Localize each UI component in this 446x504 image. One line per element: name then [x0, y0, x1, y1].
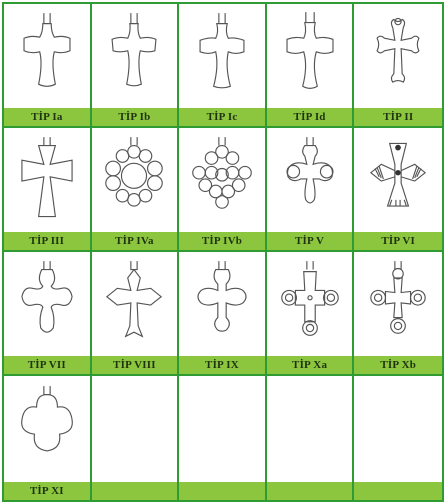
type-label: TİP III: [4, 232, 90, 250]
type-label: TİP IVb: [179, 232, 265, 250]
latin-cross-flared-icon: [179, 4, 265, 108]
latin-cross-flared-icon: [267, 4, 353, 108]
type-label: TİP VII: [4, 356, 90, 374]
empty-cell: [92, 376, 180, 500]
type-cell-ic: TİP Ic: [179, 4, 267, 128]
cross-pointed-ends-icon: [92, 252, 178, 356]
type-label: TİP II: [354, 108, 442, 126]
type-label: TİP Ic: [179, 108, 265, 126]
cross-of-circles-icon: [92, 128, 178, 232]
cross-ringed-ends-icon: [267, 252, 353, 356]
type-cell-id: TİP Id: [267, 4, 355, 128]
cross-fan-ends-icon: [354, 128, 442, 232]
type-cell-xa: TİP Xa: [267, 252, 355, 376]
type-cell-vi: TİP VI: [354, 128, 442, 252]
type-label: TİP V: [267, 232, 353, 250]
type-cell-ib: TİP Ib: [92, 4, 180, 128]
type-cell-ia: TİP Ia: [4, 4, 92, 128]
latin-cross-flared-icon: [4, 4, 90, 108]
type-cell-ix: TİP IX: [179, 252, 267, 376]
type-cell-ii: TİP II: [354, 4, 442, 128]
empty-label-band: [92, 482, 178, 500]
type-label: TİP Xa: [267, 356, 353, 374]
quatrefoil-cross-icon: [4, 376, 90, 482]
cross-trefoil-icon: [267, 128, 353, 232]
type-cell-viii: TİP VIII: [92, 252, 180, 376]
empty-cell: [267, 376, 355, 500]
type-label: TİP Ia: [4, 108, 90, 126]
empty-label-band: [179, 482, 265, 500]
cross-lobed-icon: [4, 252, 90, 356]
type-cell-v: TİP V: [267, 128, 355, 252]
type-cell-iii: TİP III: [4, 128, 92, 252]
cross-pattee-icon: [4, 128, 90, 232]
type-label: TİP Xb: [354, 356, 442, 374]
cross-ringed-ends-icon: [354, 252, 442, 356]
empty-label-band: [267, 482, 353, 500]
type-cell-iva: TİP IVa: [92, 128, 180, 252]
type-label: TİP Ib: [92, 108, 178, 126]
empty-cell: [354, 376, 442, 500]
type-cell-ivb: TİP IVb: [179, 128, 267, 252]
type-label: TİP XI: [4, 482, 90, 500]
type-label: TİP Id: [267, 108, 353, 126]
empty-cell: [179, 376, 267, 500]
type-label: TİP IVa: [92, 232, 178, 250]
type-label: TİP VIII: [92, 356, 178, 374]
cross-knobbed-ends-icon: [354, 4, 442, 108]
cross-of-circles-icon: [179, 128, 265, 232]
type-cell-xi: TİP XI: [4, 376, 92, 500]
type-label: TİP IX: [179, 356, 265, 374]
empty-label-band: [354, 482, 442, 500]
type-cell-xb: TİP Xb: [354, 252, 442, 376]
type-cell-vii: TİP VII: [4, 252, 92, 376]
type-label: TİP VI: [354, 232, 442, 250]
latin-cross-flared-icon: [92, 4, 178, 108]
cross-lobed-icon: [179, 252, 265, 356]
